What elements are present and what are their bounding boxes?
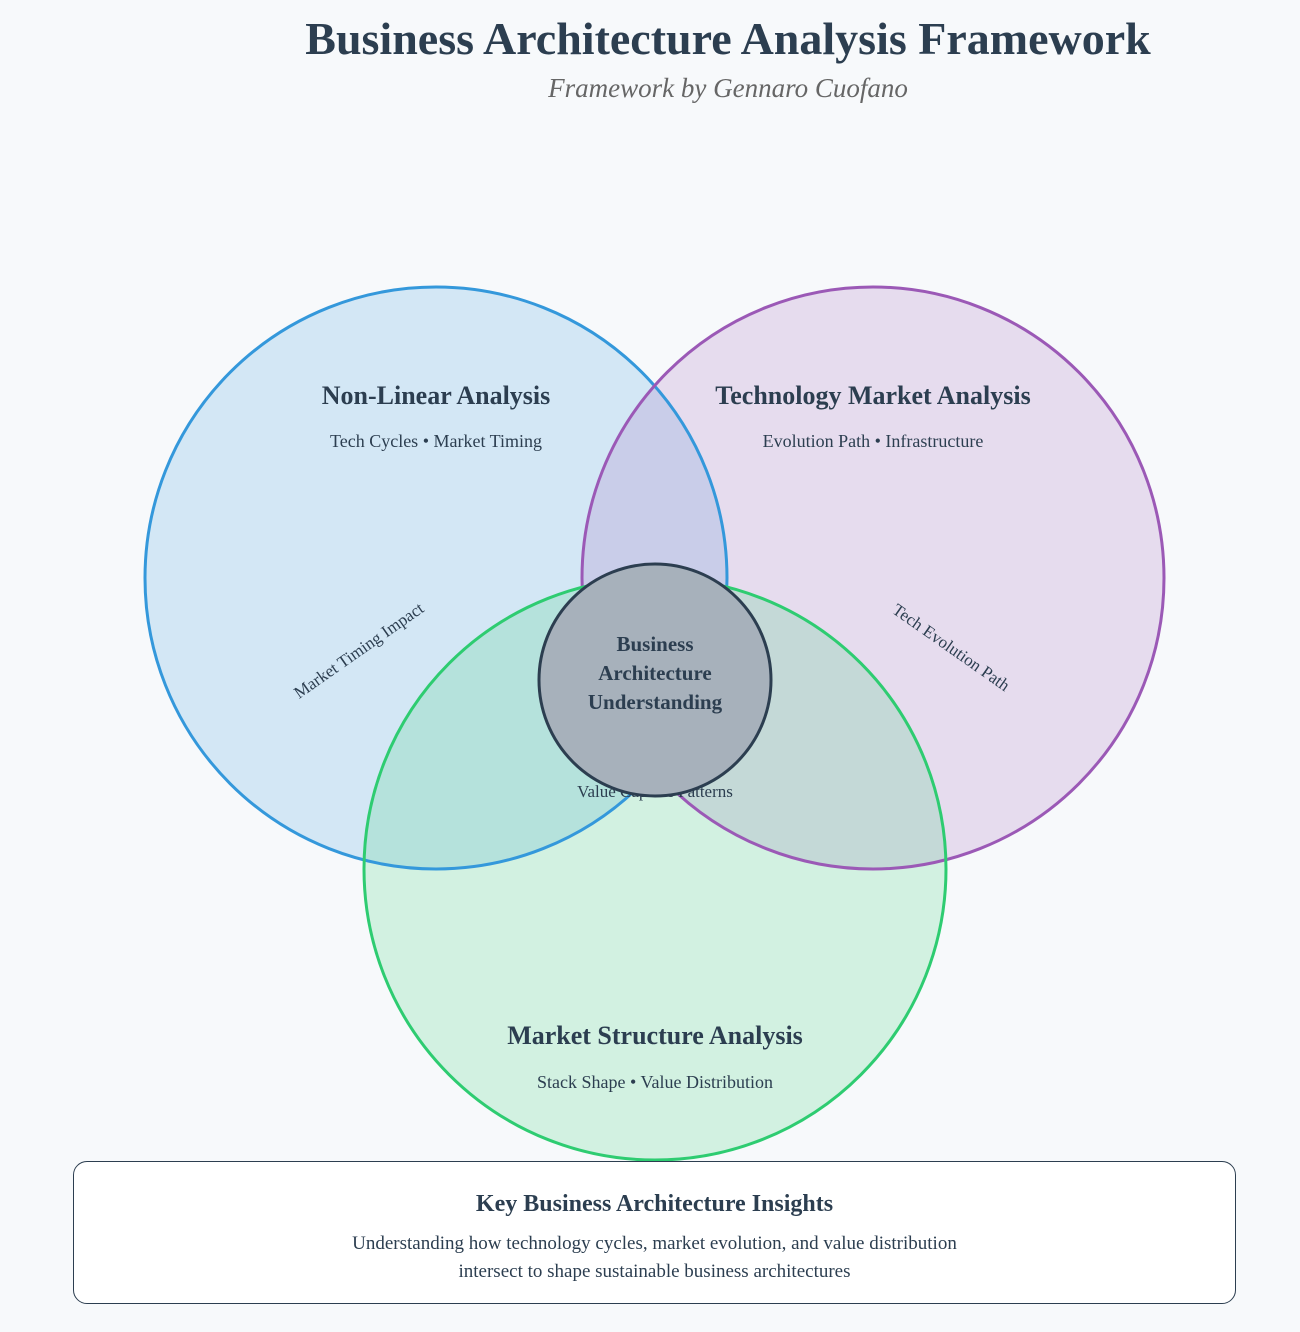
technology-title: Technology Market Analysis bbox=[715, 381, 1030, 410]
core-circle bbox=[539, 564, 771, 796]
page-title: Business Architecture Analysis Framework bbox=[305, 13, 1151, 64]
circle-nonlinear-outline bbox=[143, 285, 729, 871]
core-label-line1: Business bbox=[616, 632, 693, 656]
market-title: Market Structure Analysis bbox=[507, 1021, 803, 1050]
page-subtitle: Framework by Gennaro Cuofano bbox=[548, 73, 908, 103]
circle-technology-outline bbox=[580, 285, 1166, 871]
circle-market-structure-analysis bbox=[364, 578, 946, 1160]
core-circle-outline bbox=[537, 562, 773, 798]
insights-line-2: intersect to shape sustainable business … bbox=[458, 1261, 851, 1282]
core-label-line3: Understanding bbox=[588, 690, 723, 714]
core-label-line2: Architecture bbox=[598, 661, 712, 685]
insights-title: Key Business Architecture Insights bbox=[475, 1191, 834, 1217]
insights-line-1: Understanding how technology cycles, mar… bbox=[352, 1233, 957, 1254]
insights-text: Understanding how technology cycles, mar… bbox=[305, 1230, 1005, 1286]
nonlinear-title: Non-Linear Analysis bbox=[322, 381, 551, 410]
technology-subtitle: Evolution Path • Infrastructure bbox=[763, 431, 984, 451]
insights-panel: Key Business Architecture Insights Under… bbox=[73, 1161, 1236, 1304]
market-subtitle: Stack Shape • Value Distribution bbox=[537, 1072, 773, 1092]
nonlinear-subtitle: Tech Cycles • Market Timing bbox=[330, 431, 542, 451]
